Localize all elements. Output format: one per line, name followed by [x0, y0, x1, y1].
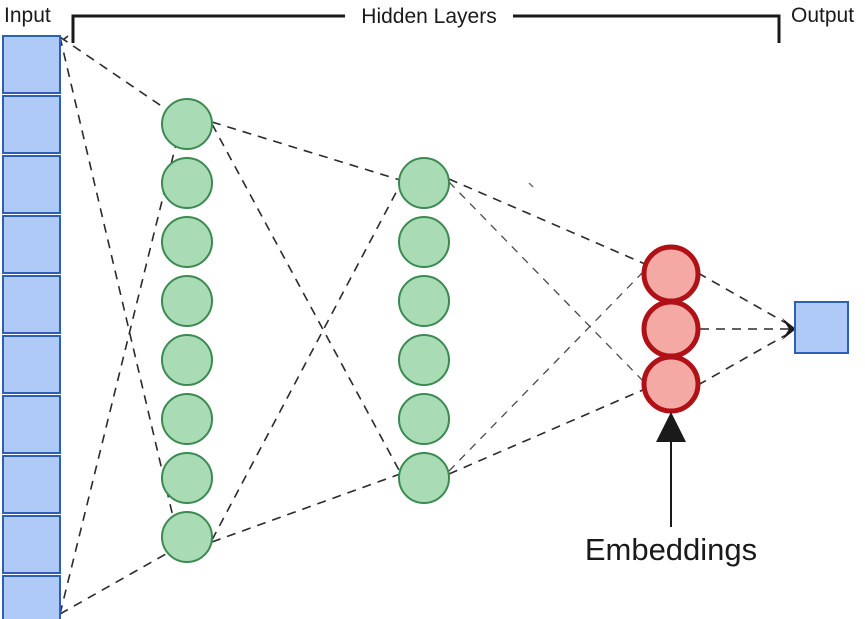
input-node-square[interactable]: [2, 395, 61, 454]
embedding-node-circle[interactable]: [641, 244, 701, 304]
input-layer-nodes: [2, 35, 61, 619]
edge-h2-bottom-to-emb-bottom: [448, 388, 646, 475]
hidden-node-circle[interactable]: [398, 275, 450, 327]
edge-input-bottom-to-h1-bottom: [59, 545, 181, 615]
hidden-node-circle[interactable]: [398, 393, 450, 445]
input-node-square[interactable]: [2, 335, 61, 394]
hidden-node-circle[interactable]: [398, 216, 450, 268]
edges-input-to-hidden1: [59, 35, 183, 615]
hidden-node-circle[interactable]: [161, 393, 213, 445]
output-label: Output: [791, 4, 854, 27]
input-node-square[interactable]: [2, 575, 61, 619]
edge-emb-bottom-to-output: [697, 330, 794, 386]
hidden-node-circle[interactable]: [161, 216, 213, 268]
hidden-node-circle[interactable]: [161, 334, 213, 386]
edges-embeddings-to-output: [697, 272, 796, 386]
bracket-right-segment: [513, 14, 781, 43]
edge-arrowtip-h1-top: [62, 35, 69, 41]
input-node-square[interactable]: [2, 275, 61, 334]
embedding-node-circle[interactable]: [641, 354, 701, 414]
edge-h1-top-to-h2-top: [211, 121, 401, 181]
hidden-layers-label: Hidden Layers: [361, 5, 496, 28]
hidden-node-circle[interactable]: [398, 452, 450, 504]
hidden-node-circle[interactable]: [398, 157, 450, 209]
embedding-node-circle[interactable]: [641, 299, 701, 359]
output-layer-nodes: [794, 301, 849, 354]
edge-h2-bottom-to-emb-top: [448, 269, 646, 472]
hidden-layer-1-nodes: [161, 98, 213, 563]
edge-h1-bottom-to-h2-top: [211, 184, 401, 541]
edge-input-top-to-h1-top: [59, 36, 183, 121]
hidden-node-circle[interactable]: [161, 157, 213, 209]
input-node-square[interactable]: [2, 95, 61, 154]
hidden-node-circle[interactable]: [398, 334, 450, 386]
input-node-square[interactable]: [2, 515, 61, 574]
input-node-square[interactable]: [2, 35, 61, 94]
edge-h2-top-to-emb-bottom: [448, 181, 646, 384]
edge-h2-top-to-emb-top: [448, 178, 646, 265]
edge-input-top-to-h1-bottom: [59, 36, 179, 539]
edge-emb-top-to-output: [697, 272, 794, 328]
embeddings-callout: Embeddings: [585, 412, 757, 567]
edges-hidden1-to-hidden2: [211, 121, 401, 543]
input-node-square[interactable]: [2, 215, 61, 274]
hidden-node-circle[interactable]: [161, 511, 213, 563]
embeddings-label: Embeddings: [585, 532, 757, 567]
hidden-node-circle[interactable]: [161, 275, 213, 327]
edge-input-bottom-to-h1-top: [59, 127, 181, 615]
output-arrow-head: [782, 318, 796, 340]
bracket-left-segment: [71, 14, 345, 43]
embedding-layer-nodes: [641, 244, 701, 414]
hidden-node-circle[interactable]: [161, 452, 213, 504]
edges-hidden2-to-embeddings: [448, 178, 646, 475]
output-node-square[interactable]: [794, 301, 849, 354]
input-label: Input: [4, 4, 51, 27]
edge-h1-bottom-to-h2-bottom: [211, 473, 401, 543]
input-node-square[interactable]: [2, 455, 61, 514]
edge-h1-top-to-h2-bottom: [211, 123, 401, 473]
embeddings-arrow-head: [656, 412, 686, 442]
input-node-square[interactable]: [2, 155, 61, 214]
hidden-layer-2-nodes: [398, 157, 450, 504]
stray-tick-mark: [528, 182, 534, 188]
hidden-node-circle[interactable]: [161, 98, 213, 150]
hidden-layers-bracket: [71, 14, 781, 43]
